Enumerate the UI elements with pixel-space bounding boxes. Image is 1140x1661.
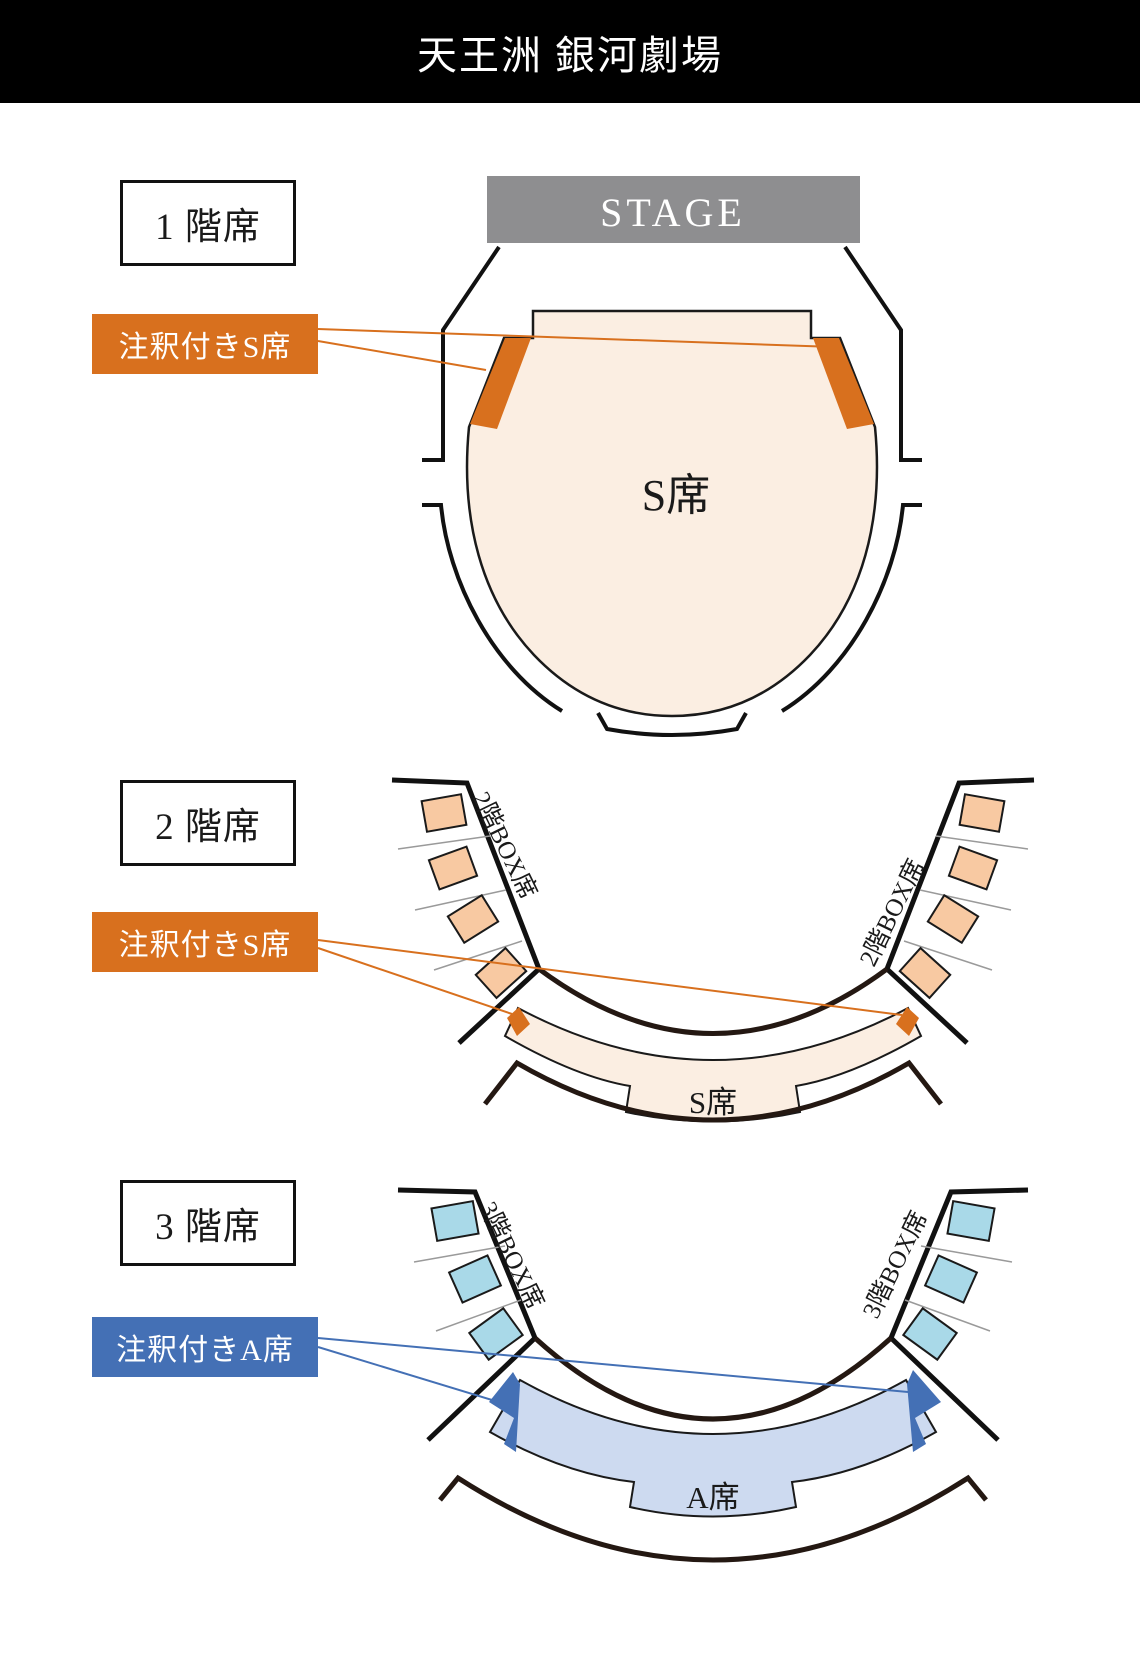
floor3-outer-wall-arc: [438, 1474, 988, 1563]
floor2-s-seat-label: S席: [689, 1085, 737, 1120]
floor3-a-seat-label: A席: [686, 1480, 739, 1515]
floor3-diagram: 3階BOX席 3階BOX席 A席: [317, 1187, 1029, 1563]
floor2-box-dividers: [397, 835, 1029, 971]
floor3-box-seats: [430, 1199, 996, 1362]
floor3-wall-left: [397, 1187, 538, 1442]
floor3-label: 3 階席: [120, 1180, 296, 1266]
floor3-annotated-a-seat-left: [489, 1372, 520, 1452]
floor1-wall-left: [422, 245, 501, 462]
floor2-pointer-line-right: [317, 939, 903, 1016]
floor2-annotated-s-seat-left: [507, 1007, 530, 1036]
floor1-pointer-line-right: [317, 328, 836, 348]
floor3-box-dividers: [413, 1245, 1013, 1332]
floor2-balcony-rail: [537, 966, 889, 1036]
page-title: 天王洲 銀河劇場: [417, 32, 723, 78]
floor3-annotated-a-seat-label: 注釈付きA席: [92, 1317, 318, 1377]
floor2-box-seat: [958, 793, 1006, 833]
stage: [487, 176, 860, 243]
floor1-annotated-s-seat-label: 注釈付きS席: [92, 314, 318, 374]
floor1-s-seat-area: [465, 309, 879, 718]
floor2-diagram: 2階BOX席 2階BOX席 S席: [317, 777, 1035, 1123]
floor3-wall-right: [888, 1187, 1029, 1442]
floor3-box-seat: [447, 1254, 503, 1304]
floor3-pointer-line-right: [317, 1337, 909, 1393]
floor1-annotated-s-seat-left: [470, 338, 531, 429]
floor1-label: 1 階席: [120, 180, 296, 266]
floor3-a-seat-band: [488, 1378, 938, 1518]
floor2-label: 2 階席: [120, 780, 296, 866]
floor2-box-seats: [420, 793, 1006, 1000]
floor1-wall-bottom: [596, 712, 748, 737]
floor3-box-seat: [467, 1306, 525, 1362]
floor2-box-seat: [420, 793, 468, 833]
floor2-box-seat: [427, 845, 479, 891]
floor2-s-seat-band: [503, 1006, 923, 1123]
floor1-diagram: STAGE S席: [317, 176, 922, 737]
floor3-box-seat: [430, 1199, 480, 1243]
floor1-annotated-s-seat-right: [813, 338, 874, 429]
floor2-pointer-line-left: [317, 947, 513, 1015]
floor1-s-seat-label: S席: [642, 471, 710, 520]
floor1-wall-right: [843, 245, 922, 462]
floor2-annotated-s-seat-label: 注釈付きS席: [92, 912, 318, 972]
floor2-box-seat: [898, 946, 952, 1000]
floor1-wall-lower-left: [422, 503, 564, 713]
stage-label: STAGE: [600, 190, 746, 235]
floor2-box-seat: [947, 845, 999, 891]
floor2-wall-right: [884, 777, 1035, 1045]
floor1-wall-lower-right: [780, 503, 922, 713]
floor3-box-label-left: 3階BOX席: [474, 1197, 550, 1313]
floor2-outer-wall-arc: [483, 1059, 943, 1123]
floor3-balcony-rail: [533, 1336, 893, 1422]
header-bar: 天王洲 銀河劇場: [0, 0, 1140, 103]
floor2-wall-left: [391, 777, 542, 1045]
floor2-box-seat: [926, 893, 980, 945]
floor3-box-seat: [946, 1199, 996, 1243]
floor1-pointer-line-left: [317, 340, 487, 371]
floor3-box-seat: [901, 1306, 959, 1362]
floor2-annotated-s-seat-right: [896, 1007, 919, 1036]
floor3-pointer-line-left: [317, 1346, 493, 1401]
floor3-box-seat: [923, 1254, 979, 1304]
floor3-annotated-a-seat-right: [907, 1370, 941, 1452]
floor2-box-seat: [446, 893, 500, 945]
